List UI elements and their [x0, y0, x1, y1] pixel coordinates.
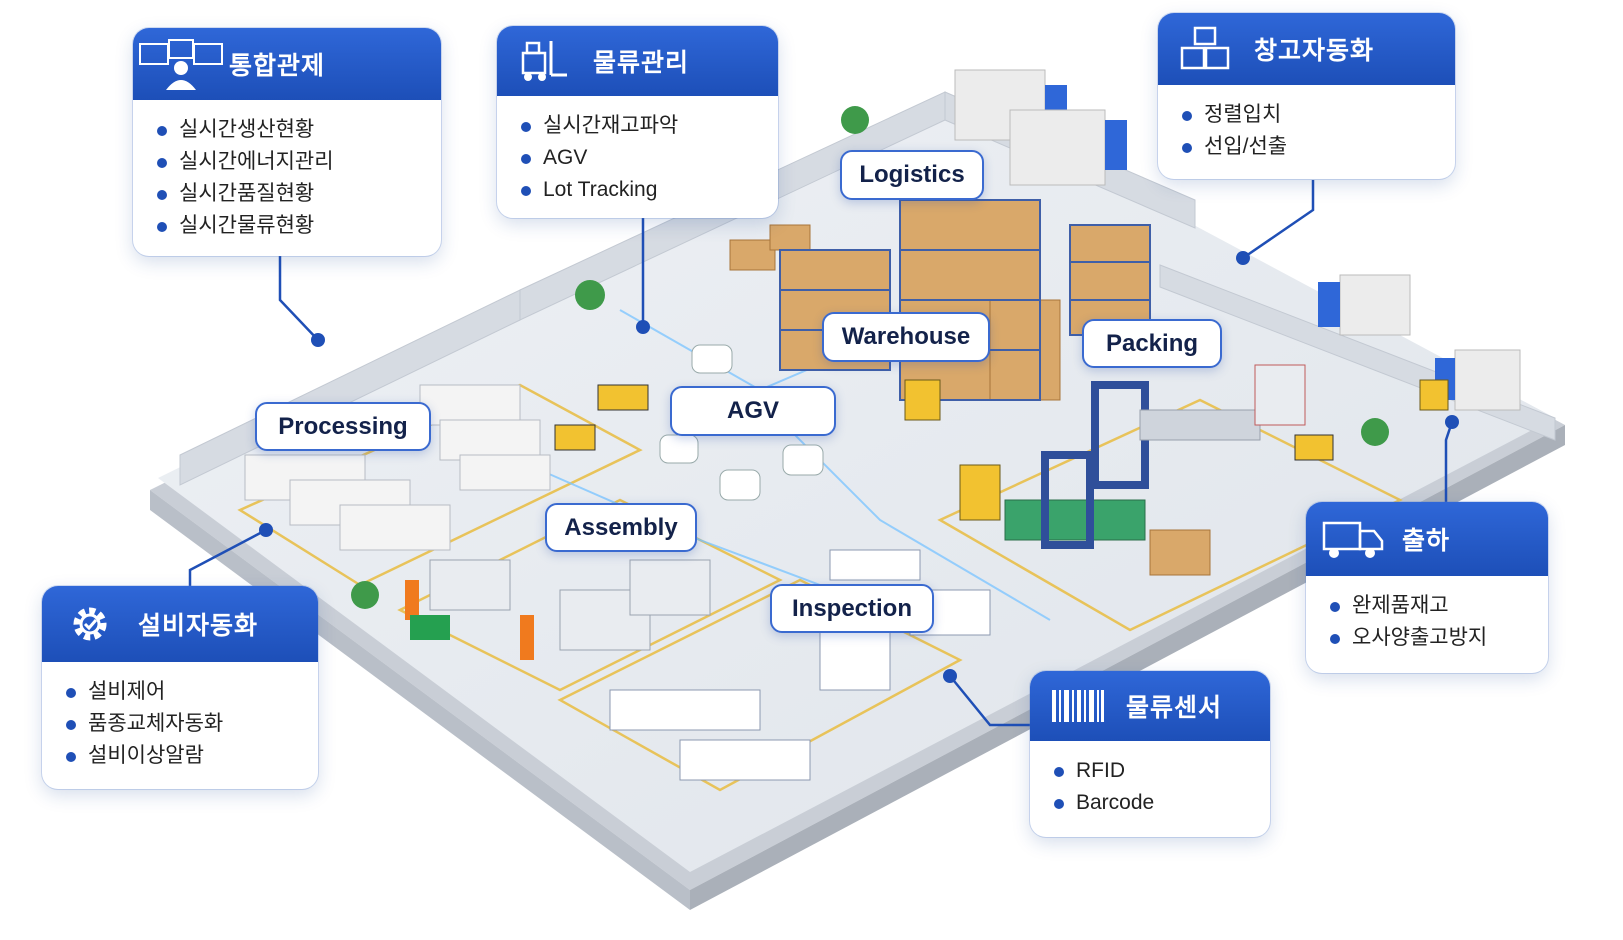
list-item: 선입/선출: [1182, 131, 1455, 163]
list-item: Lot Tracking: [521, 174, 778, 206]
card-shipping-list: 완제품재고 오사양출고방지: [1306, 576, 1548, 654]
forklifts: [904, 379, 1449, 421]
card-logistics-mgmt-header: 물류관리: [497, 26, 778, 96]
zone-label-packing: Packing: [1082, 319, 1222, 368]
card-control-title: 통합관제: [229, 52, 326, 80]
connector-lines: [188, 180, 1454, 727]
card-sensor: 물류센서 RFID Barcode: [1030, 671, 1270, 837]
list-item: 품종교체자동화: [66, 708, 318, 740]
list-item: RFID: [1054, 755, 1270, 787]
list-item: 오사양출고방지: [1330, 622, 1548, 654]
connector-dots: [259, 251, 1459, 683]
card-warehouse-auto: 창고자동화 정렬입치 선입/선출: [1158, 13, 1455, 179]
boxes-icon: [1158, 26, 1254, 72]
card-logistics-mgmt-title: 물류관리: [593, 49, 690, 77]
card-sensor-header: 물류센서: [1030, 671, 1270, 741]
list-item: 실시간재고파악: [521, 110, 778, 142]
zone-label-assembly: Assembly: [545, 503, 697, 552]
card-equipment-auto: 설비자동화 설비제어 품종교체자동화 설비이상알람: [42, 586, 318, 789]
list-item: 설비이상알람: [66, 740, 318, 772]
zone-label-inspection: Inspection: [770, 584, 934, 633]
card-control-header: 통합관제: [133, 28, 441, 100]
monitoring-operator-icon: [133, 38, 229, 90]
card-sensor-title: 물류센서: [1126, 694, 1223, 722]
agv-robots: [554, 344, 1334, 501]
gear-icon: [42, 599, 138, 649]
card-shipping-title: 출하: [1402, 527, 1451, 555]
zone-label-logistics: Logistics: [840, 150, 984, 200]
list-item: 실시간물류현황: [157, 210, 441, 242]
truck-icon: [1306, 517, 1402, 561]
card-warehouse-auto-header: 창고자동화: [1158, 13, 1455, 85]
card-control: 통합관제 실시간생산현황 실시간에너지관리 실시간품질현황 실시간물류현황: [133, 28, 441, 256]
card-control-list: 실시간생산현황 실시간에너지관리 실시간품질현황 실시간물류현황: [133, 100, 441, 242]
list-item: 실시간품질현황: [157, 178, 441, 210]
list-item: 실시간에너지관리: [157, 146, 441, 178]
packing-line: [959, 364, 1306, 549]
plants: [351, 106, 1389, 609]
zone-label-warehouse: Warehouse: [822, 312, 990, 362]
card-shipping-header: 출하: [1306, 502, 1548, 576]
forklift-icon: [497, 39, 593, 83]
inspection-desks: [609, 549, 991, 781]
processing-machines: [244, 384, 551, 551]
list-item: AGV: [521, 142, 778, 174]
list-item: 실시간생산현황: [157, 114, 441, 146]
card-warehouse-auto-list: 정렬입치 선입/선출: [1158, 85, 1455, 163]
list-item: 완제품재고: [1330, 590, 1548, 622]
zone-label-processing: Processing: [255, 402, 431, 451]
card-logistics-mgmt: 물류관리 실시간재고파악 AGV Lot Tracking: [497, 26, 778, 218]
zone-label-agv: AGV: [670, 386, 836, 436]
barcode-icon: [1030, 686, 1126, 726]
card-warehouse-auto-title: 창고자동화: [1254, 37, 1375, 65]
card-equipment-auto-list: 설비제어 품종교체자동화 설비이상알람: [42, 662, 318, 772]
list-item: 정렬입치: [1182, 99, 1455, 131]
card-shipping: 출하 완제품재고 오사양출고방지: [1306, 502, 1548, 673]
card-equipment-auto-header: 설비자동화: [42, 586, 318, 662]
assembly-stations: [405, 559, 711, 660]
card-logistics-mgmt-list: 실시간재고파악 AGV Lot Tracking: [497, 96, 778, 206]
list-item: Barcode: [1054, 787, 1270, 819]
list-item: 설비제어: [66, 676, 318, 708]
card-equipment-auto-title: 설비자동화: [138, 612, 259, 640]
trucks: [954, 69, 1521, 411]
card-sensor-list: RFID Barcode: [1030, 741, 1270, 819]
